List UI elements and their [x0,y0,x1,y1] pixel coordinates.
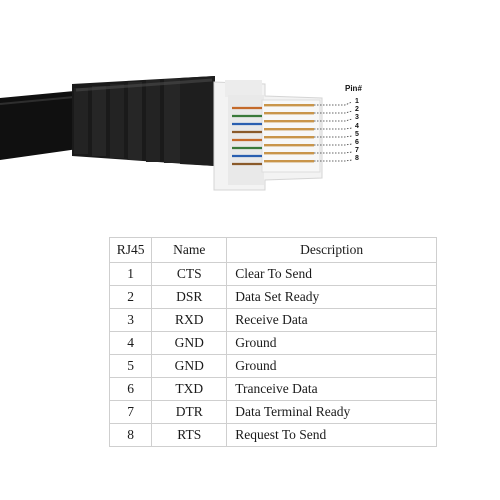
table-row: 7 DTR Data Terminal Ready [108,400,437,424]
cell-rj45: 1 [108,262,153,286]
pin-number: 7 [355,147,359,154]
connector-boot [72,76,215,166]
cell-name: DSR [151,285,228,309]
table-row: 8 RTS Request To Send [108,423,437,447]
cell-rj45: 3 [108,308,153,332]
cell-name: RTS [151,423,228,447]
pin-number: 3 [355,114,359,121]
cell-description: Receive Data [226,308,437,332]
table-row: 1 CTS Clear To Send [108,262,437,286]
cell-name: GND [151,354,228,378]
pin-number: 6 [355,139,359,146]
cell-rj45: 5 [108,354,153,378]
rj45-plug [213,80,323,191]
table-row: 6 TXD Tranceive Data [108,377,437,401]
cell-description: Clear To Send [226,262,437,286]
header-rj45: RJ45 [108,237,153,263]
cell-name: RXD [151,308,228,332]
pin-number: 2 [355,106,359,113]
cell-rj45: 8 [108,423,153,447]
header-name: Name [151,237,228,263]
cell-name: TXD [151,377,228,401]
cell-description: Data Terminal Ready [226,400,437,424]
pin-leader-lines [314,101,353,162]
cell-description: Ground [226,331,437,355]
cell-name: DTR [151,400,228,424]
pin-heading: Pin# [345,84,362,93]
cell-description: Ground [226,354,437,378]
table-row: 3 RXD Receive Data [108,308,437,332]
pin-number: 8 [355,155,359,162]
rj45-cable-photo [0,76,353,191]
cell-rj45: 2 [108,285,153,309]
header-description: Description [226,237,437,263]
pin-number: 1 [355,98,359,105]
flat-cable [0,90,85,160]
cell-rj45: 7 [108,400,153,424]
cell-rj45: 6 [108,377,153,401]
cell-description: Tranceive Data [226,377,437,401]
table-row: 2 DSR Data Set Ready [108,285,437,309]
cell-description: Data Set Ready [226,285,437,309]
table-row: 4 GND Ground [108,331,437,355]
pin-number: 4 [355,123,359,130]
pinout-table: RJ45 Name Description 1 CTS Clear To Sen… [108,237,437,447]
table-row: 5 GND Ground [108,354,437,378]
cell-name: GND [151,331,228,355]
cell-name: CTS [151,262,228,286]
table-header-row: RJ45 Name Description [108,237,437,263]
pin-number: 5 [355,131,359,138]
cell-description: Request To Send [226,423,437,447]
cell-rj45: 4 [108,331,153,355]
